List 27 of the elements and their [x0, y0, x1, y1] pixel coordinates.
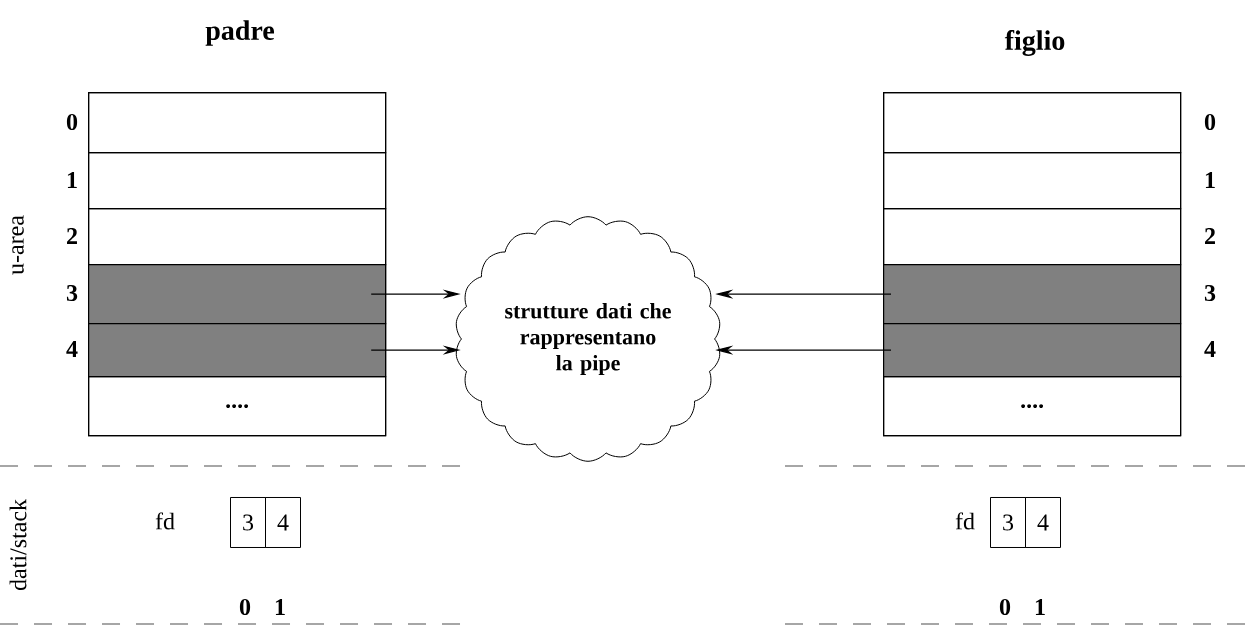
row-number: 1: [1205, 172, 1215, 188]
index-number: 1: [275, 599, 285, 615]
array-cell: 3: [230, 497, 266, 548]
array-cell: 4: [265, 497, 301, 548]
row-number: 4: [1204, 341, 1216, 357]
row-number: 3: [66, 284, 78, 302]
array-cell: 4: [1025, 497, 1061, 548]
array-name: fd: [155, 512, 175, 530]
index-number: 0: [239, 598, 251, 616]
table-row: ....: [88, 376, 387, 437]
table-heading: figlio: [1004, 30, 1065, 56]
row-number: 0: [66, 113, 78, 131]
cloud: strutture dati che rappresentano la pipe: [455, 216, 721, 462]
index-number: 1: [1035, 599, 1045, 615]
index-number: 0: [999, 598, 1011, 616]
axis-label: dati/stack: [9, 499, 27, 591]
table-row: ....: [883, 376, 1182, 437]
row-number: 0: [1204, 113, 1216, 131]
axis-label: u-area: [12, 215, 24, 275]
row-number: 3: [1204, 284, 1216, 302]
table-heading: padre: [205, 20, 275, 46]
row-number: 1: [67, 172, 77, 188]
array-name: fd: [955, 512, 975, 530]
array-cell: 3: [990, 497, 1026, 548]
row-number: 4: [66, 341, 78, 357]
row-number: 2: [1205, 228, 1215, 244]
row-number: 2: [67, 228, 77, 244]
